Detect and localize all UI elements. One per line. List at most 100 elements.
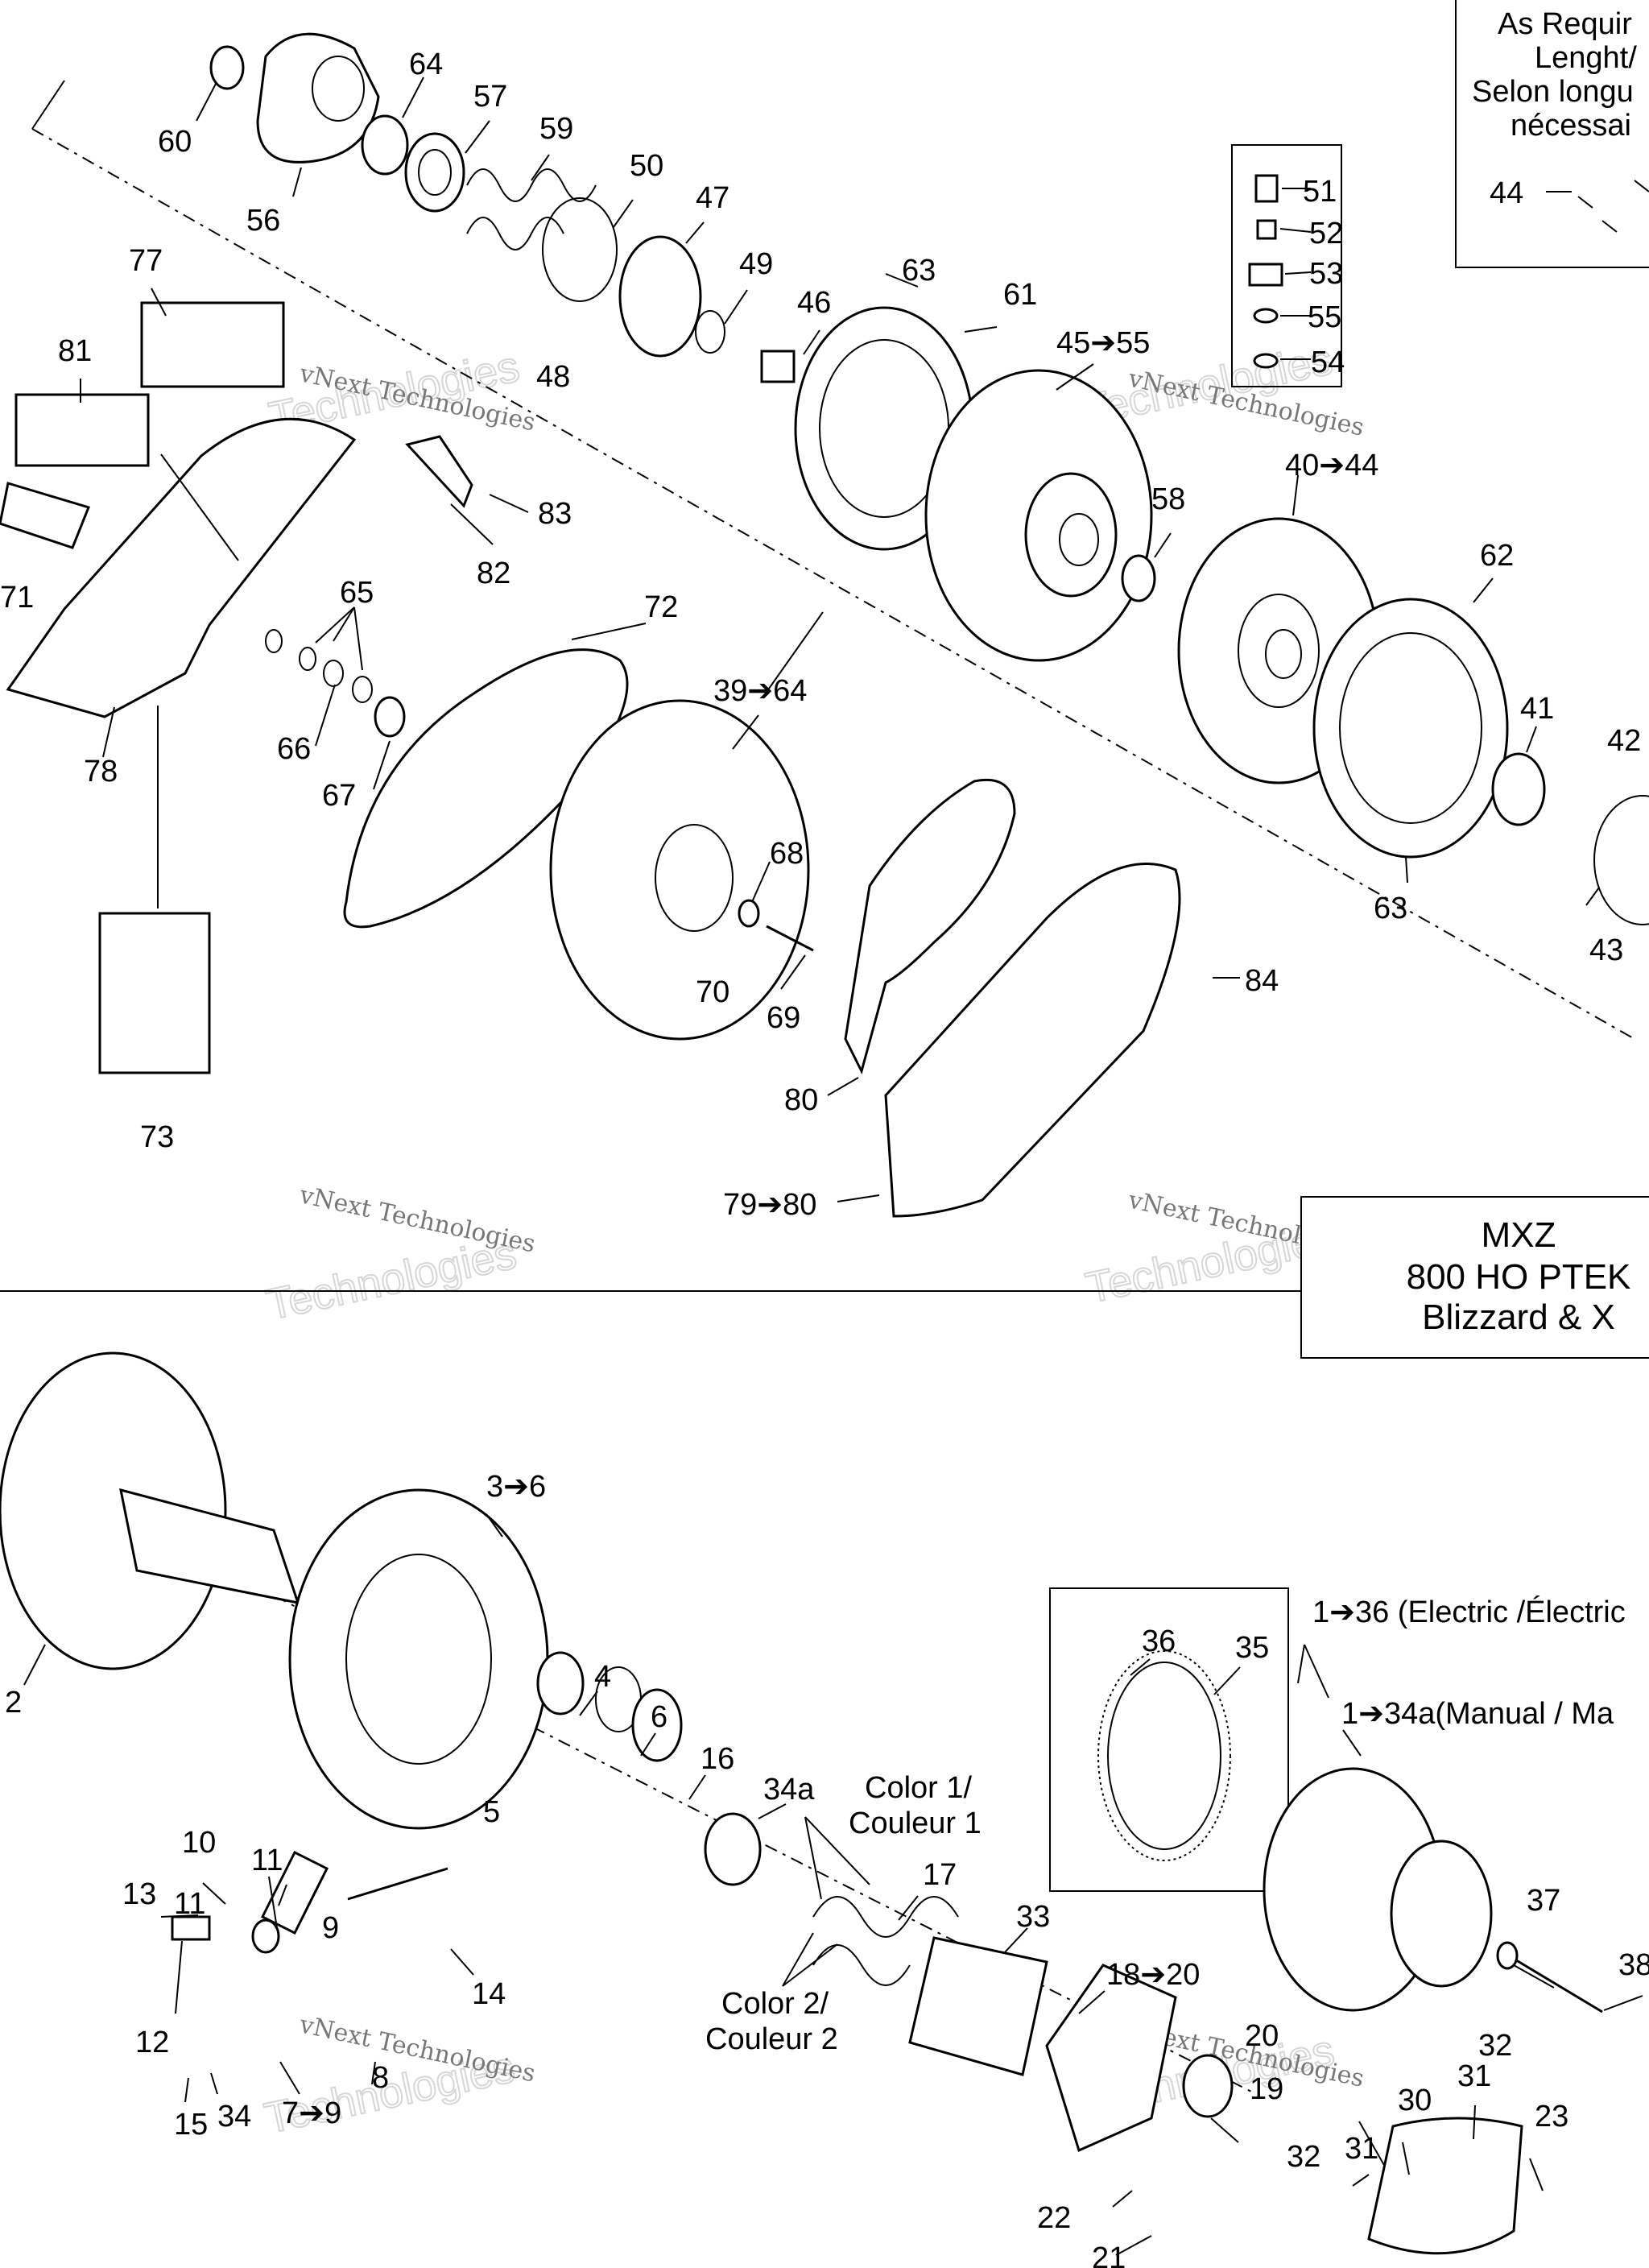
part-34a-bushing <box>704 1812 762 1886</box>
ring-gear-box <box>1049 1587 1289 1892</box>
part-56-cam <box>256 32 380 163</box>
callout-1-34a: 1➔34a(Manual / Ma <box>1341 1697 1614 1731</box>
callout-53: 53 <box>1309 257 1343 291</box>
part-44-screws <box>1577 180 1649 233</box>
callout-4: 4 <box>594 1660 611 1694</box>
part-38-bolt <box>1513 1957 1603 2013</box>
hardware-box <box>1231 144 1342 387</box>
part-1-hub <box>1390 1840 1493 1988</box>
callout-66: 66 <box>277 732 311 766</box>
part-65-ring <box>265 629 283 653</box>
axis-line <box>31 80 65 130</box>
part-66-ring <box>323 660 344 687</box>
part-3-inner <box>345 1554 492 1765</box>
part-45-hub <box>1024 472 1118 598</box>
callout-34: 34 <box>217 2100 251 2133</box>
part-57-bore <box>418 149 452 196</box>
label-81-decal <box>14 393 150 467</box>
model-line-1: MXZ <box>1482 1215 1556 1255</box>
part-18-spider <box>1045 1964 1177 2153</box>
callout-65: 65 <box>340 576 374 610</box>
part-40-bore <box>1265 629 1302 679</box>
callout-33: 33 <box>1016 1900 1050 1934</box>
part-64-ring <box>361 114 409 176</box>
callout-13: 13 <box>122 1877 156 1911</box>
part-62-plate <box>1312 598 1509 859</box>
note-line-1: As Requir <box>1498 7 1632 41</box>
callout-51: 51 <box>1303 175 1337 209</box>
callout-21: 21 <box>1092 2241 1126 2268</box>
callout-5: 5 <box>483 1795 500 1829</box>
part-46-bushing <box>760 350 796 383</box>
callout-82: 82 <box>477 557 510 590</box>
part-7-lever <box>260 1850 329 1935</box>
part-62-inner <box>1339 632 1482 824</box>
callout-35: 35 <box>1235 1631 1269 1665</box>
part-2-fixed-sheave <box>0 1351 227 1670</box>
part-33-sleeve <box>908 1936 1048 2076</box>
callout-2: 2 <box>5 1686 22 1720</box>
callout-59: 59 <box>539 112 573 146</box>
part-55-washer <box>1253 308 1279 324</box>
callout-color2-line1: Color 2/ <box>721 1987 829 2021</box>
note-line-3: Selon longu <box>1472 75 1634 109</box>
callout-color1-line2: Couleur 1 <box>849 1807 982 1840</box>
part-12-pin <box>171 1915 211 1941</box>
part-3-movable-sheave <box>288 1488 549 1830</box>
leader-lines <box>23 77 1643 2256</box>
callout-83: 83 <box>538 497 572 531</box>
callout-77: 77 <box>129 244 163 278</box>
callout-73: 73 <box>140 1120 174 1154</box>
callout-54: 54 <box>1311 346 1345 379</box>
callout-64: 64 <box>409 48 443 81</box>
part-72-drive-belt <box>343 648 629 929</box>
callout-57: 57 <box>473 80 507 114</box>
part-54-washer <box>1253 353 1279 369</box>
callout-32b: 32 <box>1287 2140 1320 2174</box>
belt-guard-group <box>0 301 1181 1218</box>
callout-23: 23 <box>1535 2100 1568 2133</box>
part-10-roller <box>251 1918 280 1954</box>
callout-1-36: 1➔36 (Electric /Électric <box>1312 1595 1626 1629</box>
callout-45-55: 45➔55 <box>1056 326 1150 360</box>
part-41-ring <box>1491 752 1546 826</box>
part-67-washer <box>374 696 406 738</box>
callout-56: 56 <box>246 204 280 238</box>
callout-46: 46 <box>797 286 831 320</box>
callout-49: 49 <box>739 247 773 281</box>
callout-16: 16 <box>701 1742 734 1776</box>
callout-39-64: 39➔64 <box>713 674 807 708</box>
part-69-bolt <box>766 925 814 952</box>
callout-41: 41 <box>1520 692 1554 726</box>
model-box <box>1300 1196 1649 1359</box>
note-line-4: nécessai <box>1511 109 1631 143</box>
callout-19: 19 <box>1250 2072 1283 2106</box>
callout-36: 36 <box>1142 1624 1176 1658</box>
callout-18-20: 18➔20 <box>1106 1958 1200 1992</box>
part-58-washer <box>1121 554 1156 602</box>
part-39-pulley <box>549 699 810 1041</box>
part-39-hub <box>655 824 734 932</box>
note-box <box>1455 0 1649 268</box>
part-50-circlip <box>542 197 618 302</box>
callout-37: 37 <box>1527 1884 1560 1918</box>
part-80-cover-gasket <box>844 778 1016 1075</box>
callout-9: 9 <box>322 1911 339 1945</box>
callout-17: 17 <box>923 1858 957 1892</box>
callout-10: 10 <box>182 1826 216 1860</box>
callout-50: 50 <box>630 149 663 183</box>
part-82-bracket <box>405 435 473 508</box>
note-line-2: Lenght/ <box>1535 41 1637 75</box>
callout-62: 62 <box>1480 539 1514 573</box>
part-19-bushing <box>1182 2054 1234 2118</box>
callout-6: 6 <box>651 1700 667 1734</box>
part-49-ring <box>695 310 725 354</box>
callout-78: 78 <box>84 755 118 788</box>
callout-52: 52 <box>1309 217 1343 250</box>
part-79-cover <box>884 863 1181 1218</box>
callout-81: 81 <box>58 334 92 368</box>
label-77-decal <box>140 301 285 388</box>
part-16-seal <box>631 1688 683 1762</box>
callout-11b: 11 <box>174 1887 205 1921</box>
drive-pulley-assembly <box>0 1351 1603 2255</box>
